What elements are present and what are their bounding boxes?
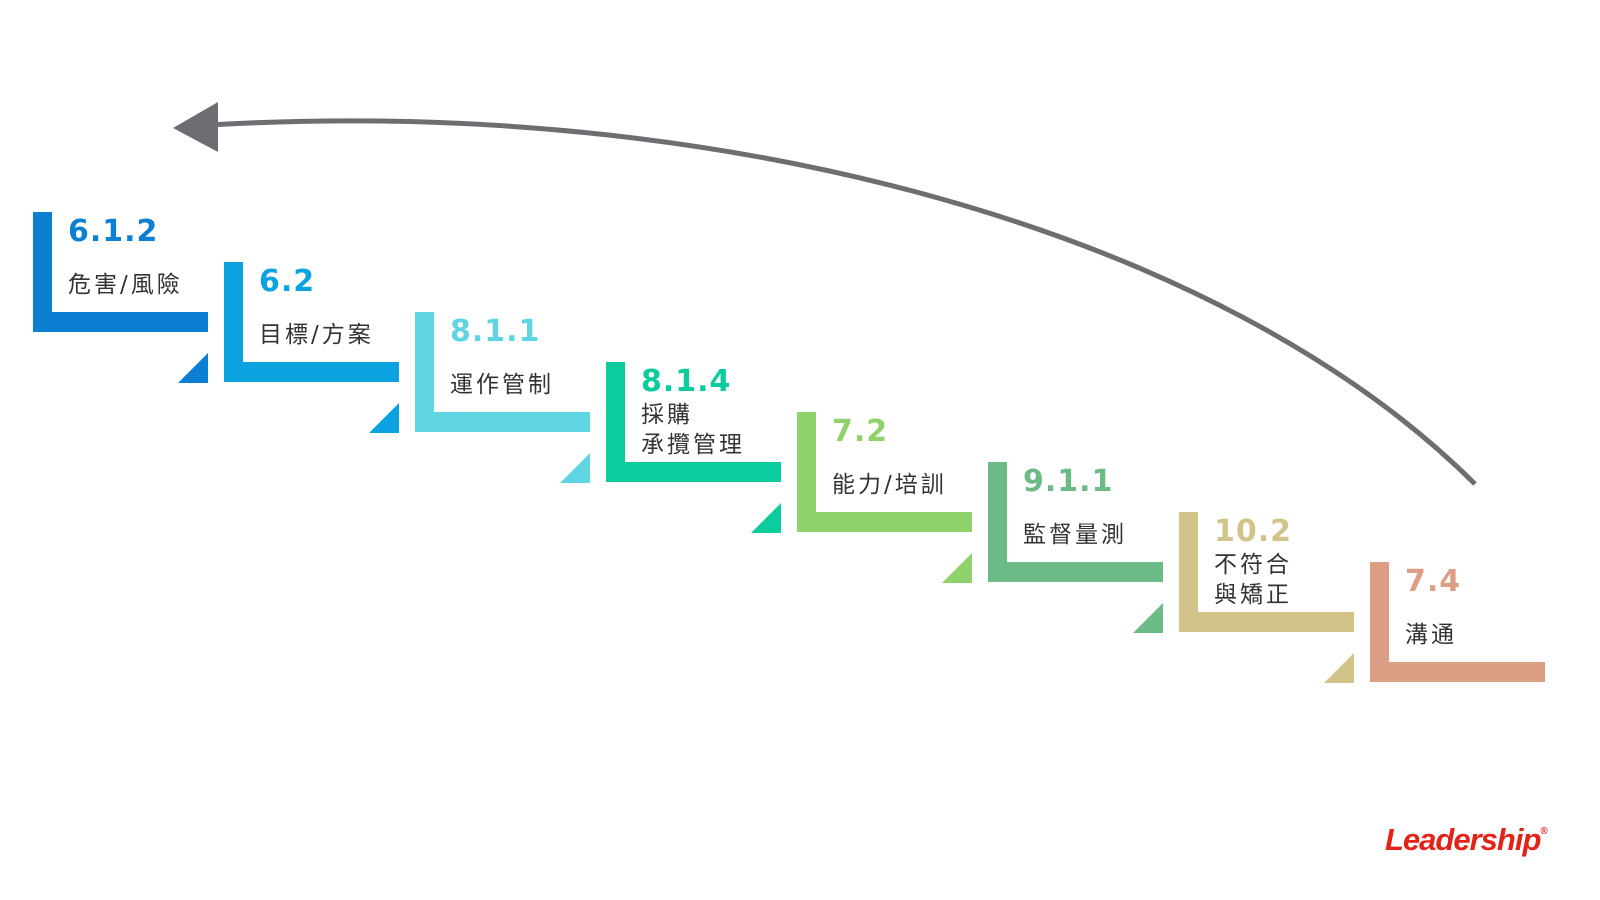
return-arrow-head <box>173 102 218 152</box>
step-number: 8.1.4 <box>641 364 732 399</box>
step-8-1-1: 8.1.1 運作管制 <box>415 312 590 483</box>
step-number: 7.4 <box>1405 564 1462 599</box>
step-label: 採購承攬管理 <box>641 402 745 458</box>
step-bracket-horizontal <box>606 462 781 482</box>
step-label: 監督量測 <box>1023 522 1127 548</box>
step-corner-triangle <box>1324 653 1354 683</box>
step-bracket-vertical <box>33 212 52 332</box>
step-bracket-vertical <box>415 312 434 432</box>
step-10-2: 10.2 不符合與矯正 <box>1179 512 1354 683</box>
step-bracket-horizontal <box>797 512 972 532</box>
step-bracket-horizontal <box>988 562 1163 582</box>
step-number: 6.2 <box>259 264 316 299</box>
step-corner-triangle <box>369 403 399 433</box>
step-label: 目標/方案 <box>259 322 374 348</box>
step-label: 危害/風險 <box>68 272 183 298</box>
step-corner-triangle <box>942 553 972 583</box>
step-number: 6.1.2 <box>68 214 159 249</box>
step-bracket-horizontal <box>1179 612 1354 632</box>
step-7-2: 7.2 能力/培訓 <box>797 412 972 583</box>
step-corner-triangle <box>751 503 781 533</box>
step-7-4: 7.4 溝通 <box>1370 562 1545 732</box>
step-bracket-vertical <box>606 362 625 482</box>
step-bracket-vertical <box>797 412 816 532</box>
step-bracket-vertical <box>988 462 1007 582</box>
step-number: 9.1.1 <box>1023 464 1114 499</box>
step-bracket-vertical <box>1370 562 1389 682</box>
step-corner-triangle <box>1133 603 1163 633</box>
step-label: 不符合與矯正 <box>1214 552 1292 608</box>
step-9-1-1: 9.1.1 監督量測 <box>988 462 1163 633</box>
step-bracket-horizontal <box>415 412 590 432</box>
step-bracket-vertical <box>1179 512 1198 632</box>
step-number: 8.1.1 <box>450 314 541 349</box>
step-bracket-horizontal <box>224 362 399 382</box>
step-label: 能力/培訓 <box>832 472 947 498</box>
step-corner-triangle <box>178 353 208 383</box>
step-8-1-4: 8.1.4 採購承攬管理 <box>606 362 781 533</box>
step-number: 7.2 <box>832 414 889 449</box>
step-bracket-horizontal <box>1370 662 1545 682</box>
step-number: 10.2 <box>1214 514 1293 549</box>
leadership-logo: Leadership® <box>1385 822 1548 857</box>
step-corner-triangle <box>560 453 590 483</box>
step-label: 溝通 <box>1405 622 1457 648</box>
step-label: 運作管制 <box>450 372 554 398</box>
step-6-1-2: 6.1.2 危害/風險 <box>33 212 208 383</box>
step-bracket-vertical <box>224 262 243 382</box>
step-6-2: 6.2 目標/方案 <box>224 262 399 433</box>
step-bracket-horizontal <box>33 312 208 332</box>
